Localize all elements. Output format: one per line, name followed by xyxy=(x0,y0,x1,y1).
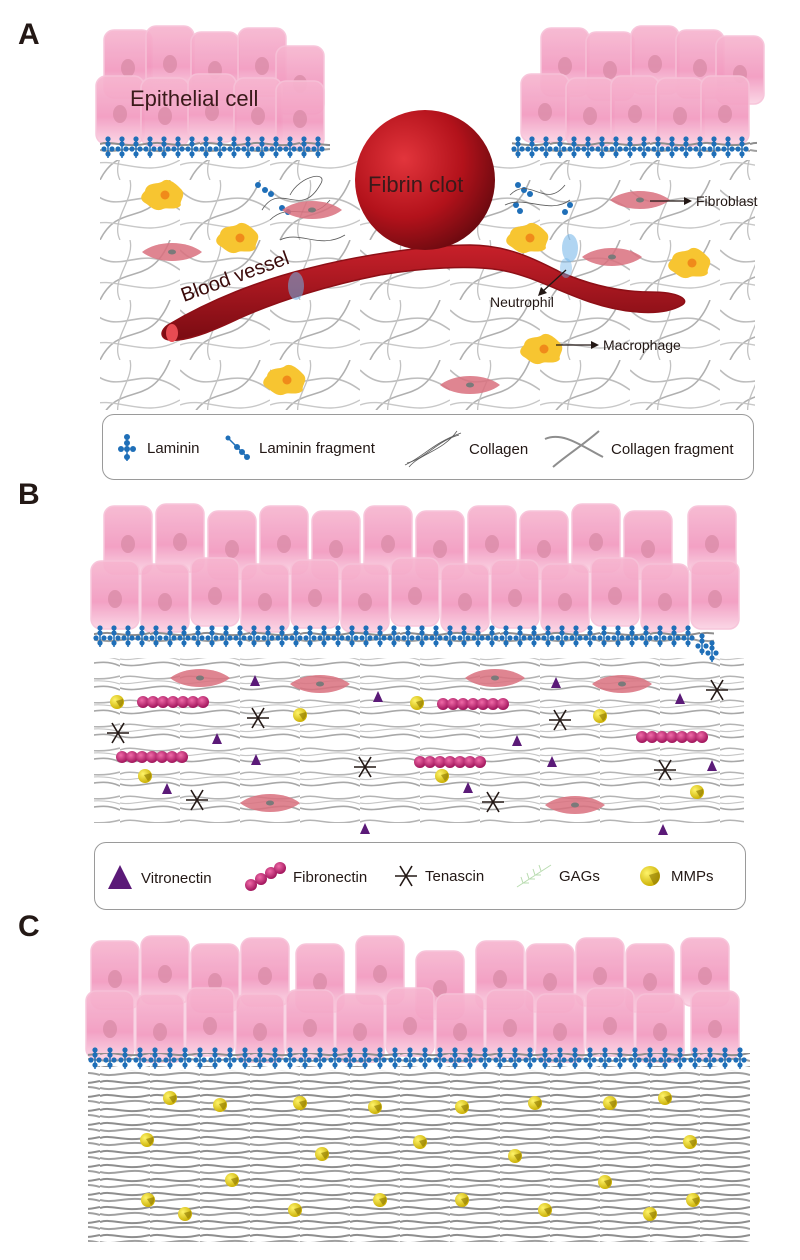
legend-tenascin-label: Tenascin xyxy=(425,867,485,885)
legend-collagen-fragment-label: Collagen fragment xyxy=(611,440,734,458)
epithelium-right xyxy=(520,25,765,147)
legend-mmps-label: MMPs xyxy=(671,867,714,885)
legend-gags: GAGs xyxy=(515,861,600,891)
mmp xyxy=(368,1100,382,1114)
laminin-icon xyxy=(118,434,136,461)
legend-b: Vitronectin Fibronectin Tenascin GAGs MM… xyxy=(94,842,746,910)
mmp xyxy=(178,1207,192,1221)
mmp xyxy=(683,1135,697,1149)
mmp xyxy=(528,1096,542,1110)
mmp xyxy=(293,1096,307,1110)
legend-collagen-fragment: Collagen fragment xyxy=(543,427,734,471)
mmp xyxy=(213,1098,227,1112)
mmp xyxy=(598,1175,612,1189)
mmp xyxy=(455,1193,469,1207)
collagen-fragment-icon xyxy=(544,430,604,468)
laminin-fragment-icon xyxy=(225,435,250,460)
vessel-opening xyxy=(166,324,178,342)
mmp xyxy=(603,1096,617,1110)
fibronectin-icon xyxy=(245,862,286,891)
mmp xyxy=(373,1193,387,1207)
neutrophil xyxy=(562,234,578,262)
mmp xyxy=(413,1135,427,1149)
mmp xyxy=(141,1193,155,1207)
blood-vessel xyxy=(161,244,686,341)
mmp xyxy=(288,1203,302,1217)
fibrin-clot xyxy=(355,110,495,250)
legend-vitronectin-label: Vitronectin xyxy=(141,869,212,887)
mmp xyxy=(110,695,124,709)
legend-laminin-fragment-label: Laminin fragment xyxy=(259,439,375,457)
neutrophil xyxy=(560,258,572,278)
tenascin-icon xyxy=(395,865,417,887)
panel-letter-a: A xyxy=(18,18,40,51)
fibroblast-label: Fibroblast xyxy=(696,193,758,209)
panel-a-scene xyxy=(95,25,765,410)
neutrophil-label: Neutrophil xyxy=(490,294,554,310)
legend-collagen-label: Collagen xyxy=(469,440,529,458)
legend-laminin: Laminin xyxy=(113,433,200,463)
vitronectin xyxy=(360,823,370,834)
panel-c-scene xyxy=(85,935,750,1242)
mmp xyxy=(538,1203,552,1217)
mmp xyxy=(508,1149,522,1163)
mmp xyxy=(658,1091,672,1105)
neutrophil xyxy=(288,272,304,300)
laminin-fragments xyxy=(255,182,573,215)
legend-fibronectin: Fibronectin xyxy=(243,861,367,893)
legend-fibronectin-label: Fibronectin xyxy=(293,868,368,886)
fibrin-clot-label: Fibrin clot xyxy=(368,172,464,197)
mmp xyxy=(410,696,424,710)
mmp xyxy=(140,1133,154,1147)
legend-mmps: MMPs xyxy=(635,861,714,891)
mmps-icon xyxy=(640,866,660,886)
panel-letter-b: B xyxy=(18,478,40,511)
collagen-icon xyxy=(404,430,462,468)
panel-letter-c: C xyxy=(18,910,40,943)
mmp xyxy=(643,1207,657,1221)
mmp xyxy=(293,708,307,722)
epithelial-cell-label: Epithelial cell xyxy=(130,86,259,111)
mmp xyxy=(163,1091,177,1105)
mmp xyxy=(138,769,152,783)
mmp xyxy=(435,769,449,783)
vitronectin-icon xyxy=(108,865,132,889)
legend-laminin-label: Laminin xyxy=(147,439,200,457)
legend-laminin-fragment: Laminin fragment xyxy=(223,433,375,463)
panel-b-scene xyxy=(90,503,744,835)
callout-arrows xyxy=(538,197,692,349)
legend-collagen: Collagen xyxy=(403,429,528,469)
mmp xyxy=(225,1173,239,1187)
macrophage-label: Macrophage xyxy=(603,337,681,353)
legend-tenascin: Tenascin xyxy=(393,863,484,889)
epithelium-c xyxy=(85,935,740,1063)
mmp xyxy=(593,709,607,723)
vitronectin xyxy=(658,824,668,835)
gags-icon xyxy=(516,864,552,888)
mmp xyxy=(690,785,704,799)
legend-vitronectin: Vitronectin xyxy=(105,863,212,893)
mmp xyxy=(455,1100,469,1114)
legend-gags-label: GAGs xyxy=(559,867,600,885)
mmp xyxy=(686,1193,700,1207)
legend-a: Laminin Laminin fragment Collagen Collag… xyxy=(102,414,754,480)
mmp xyxy=(315,1147,329,1161)
collagen-matrix-c xyxy=(88,1070,750,1242)
epithelium-b xyxy=(90,503,740,633)
